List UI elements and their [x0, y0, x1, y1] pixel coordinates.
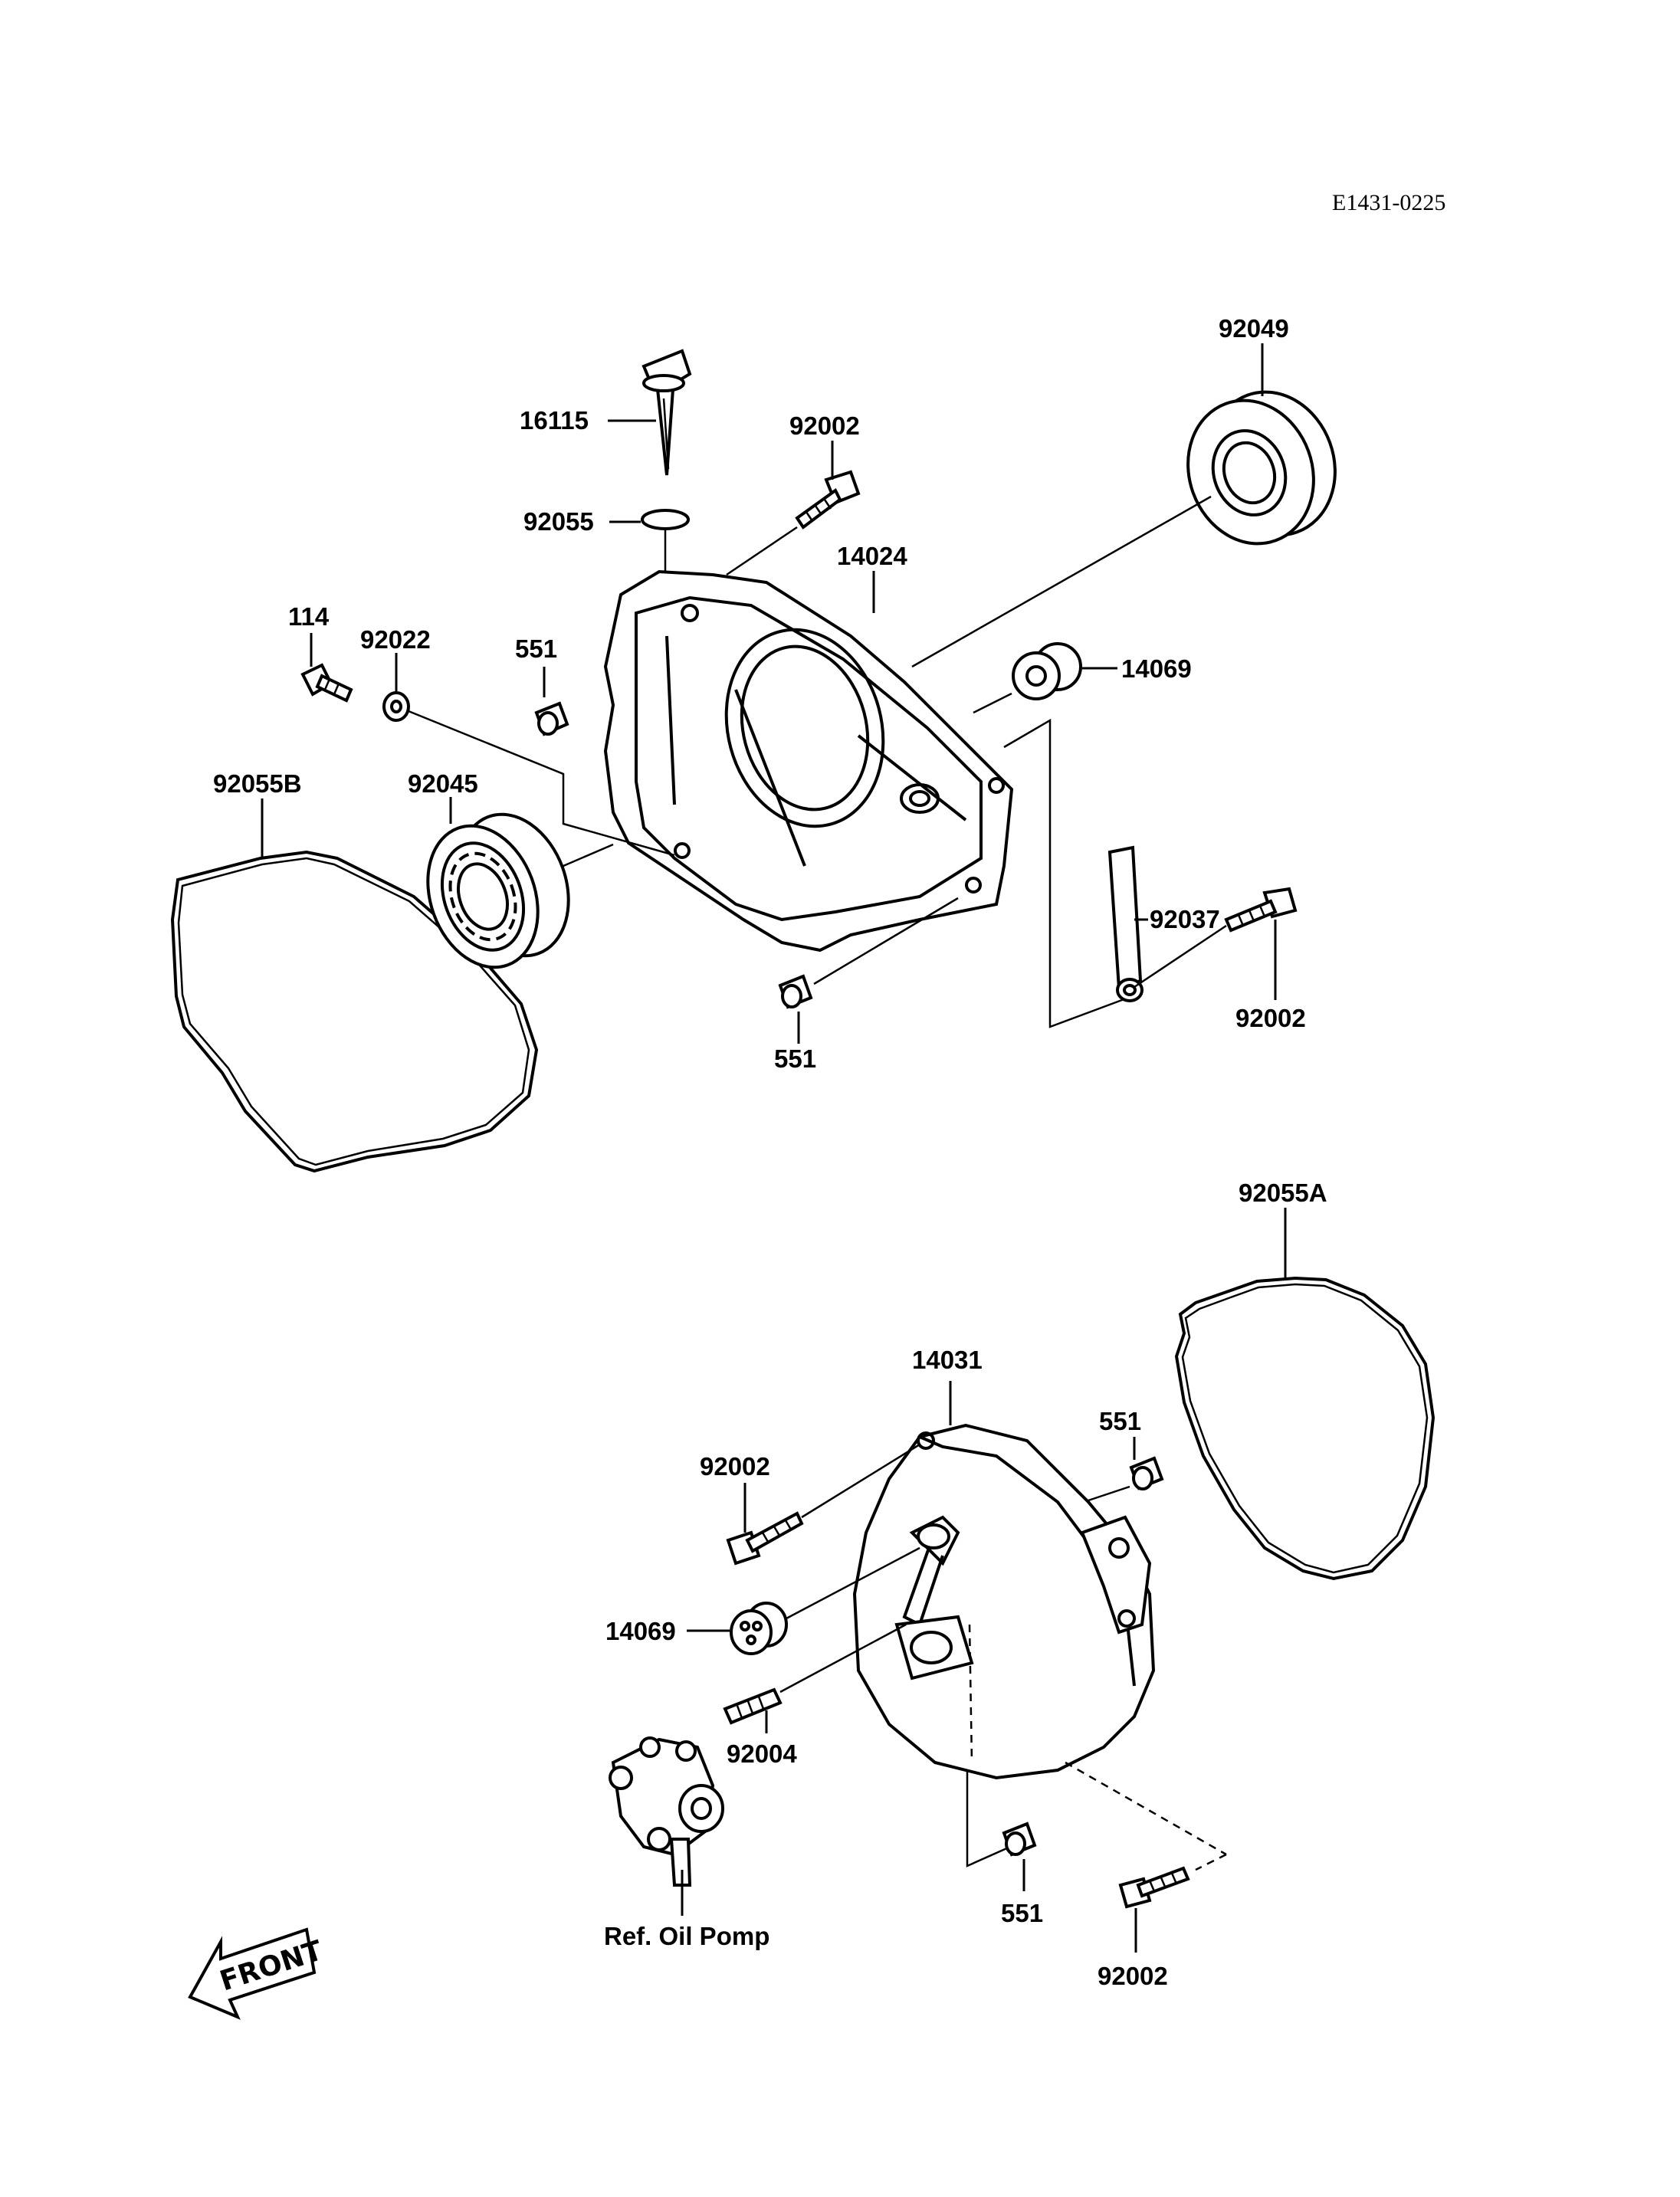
dowel-551-b [778, 974, 813, 1009]
callout-92037: 92037 [1150, 905, 1220, 933]
dowel-551-d [1002, 1822, 1037, 1857]
front-arrow-icon: FRONT [188, 1927, 326, 2020]
cover-14031 [852, 1423, 1156, 1780]
bolt-92002-mid [726, 1511, 804, 1566]
dowel-551-c [1129, 1456, 1164, 1490]
callout-92004: 92004 [727, 1740, 797, 1768]
washer-92022 [382, 691, 410, 722]
stud-92004 [723, 1687, 783, 1725]
dipstick-16115 [641, 349, 692, 476]
callout-92002-top: 92002 [789, 412, 860, 440]
callout-92055A: 92055A [1239, 1179, 1327, 1207]
bolt-92002-bottom [1118, 1866, 1190, 1909]
callout-92045: 92045 [408, 769, 478, 798]
callout-92002-bottom: 92002 [1098, 1962, 1168, 1990]
bolt-114 [300, 663, 353, 703]
callout-551-a: 551 [515, 635, 557, 663]
bolt-92002-right [1224, 887, 1298, 933]
callout-14069-b: 14069 [605, 1617, 676, 1645]
bolt-92002-top [795, 470, 861, 530]
o-ring-92055 [641, 509, 690, 530]
callout-16115: 16115 [520, 406, 589, 434]
callout-14024: 14024 [837, 542, 907, 570]
gasket-92055A [1174, 1276, 1436, 1581]
dowel-551-a [534, 701, 569, 736]
callout-551-b: 551 [774, 1044, 816, 1073]
callout-551-d: 551 [1001, 1899, 1043, 1927]
drawing-code: E1431-0225 [1332, 190, 1445, 215]
callout-92002-mid: 92002 [700, 1452, 770, 1481]
callout-551-c: 551 [1099, 1407, 1141, 1435]
gasket-92055B [170, 850, 539, 1173]
oil-pump-ref-label: Ref. Oil Pomp [604, 1922, 769, 1950]
oil-pump-ref [609, 1736, 724, 1887]
bearing-92045 [426, 812, 570, 969]
callout-92022: 92022 [360, 625, 431, 654]
clamp-92037 [1107, 845, 1144, 1002]
callout-14031: 14031 [912, 1346, 983, 1374]
callout-92055B: 92055B [213, 769, 302, 798]
callout-92055: 92055 [523, 507, 594, 536]
callout-92049: 92049 [1219, 314, 1289, 343]
oil-seal-92049 [1186, 390, 1337, 546]
callout-14069-a: 14069 [1121, 654, 1192, 683]
bushing-14069-a [1012, 642, 1082, 700]
gear-case-14024 [603, 569, 1014, 953]
callout-114: 114 [288, 602, 330, 631]
callout-92002-right: 92002 [1235, 1004, 1306, 1032]
bushing-14069-b [730, 1602, 788, 1655]
